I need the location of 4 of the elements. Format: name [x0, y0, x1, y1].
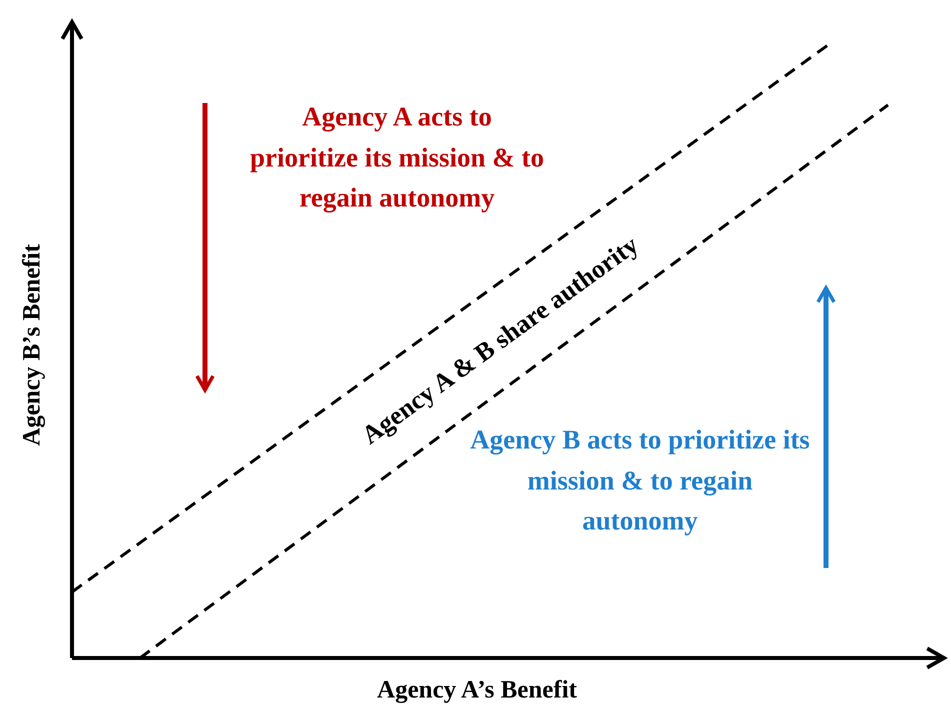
axis-title: Agency B’s Benefit — [17, 244, 46, 446]
annotation-text: Agency B acts to prioritize its mission & to regain autonomy — [470, 423, 810, 538]
annotation-text: Agency A acts to prioritize its mission & to regain autonomy — [249, 100, 545, 214]
axis-title: Agency A’s Benefit — [377, 675, 577, 706]
